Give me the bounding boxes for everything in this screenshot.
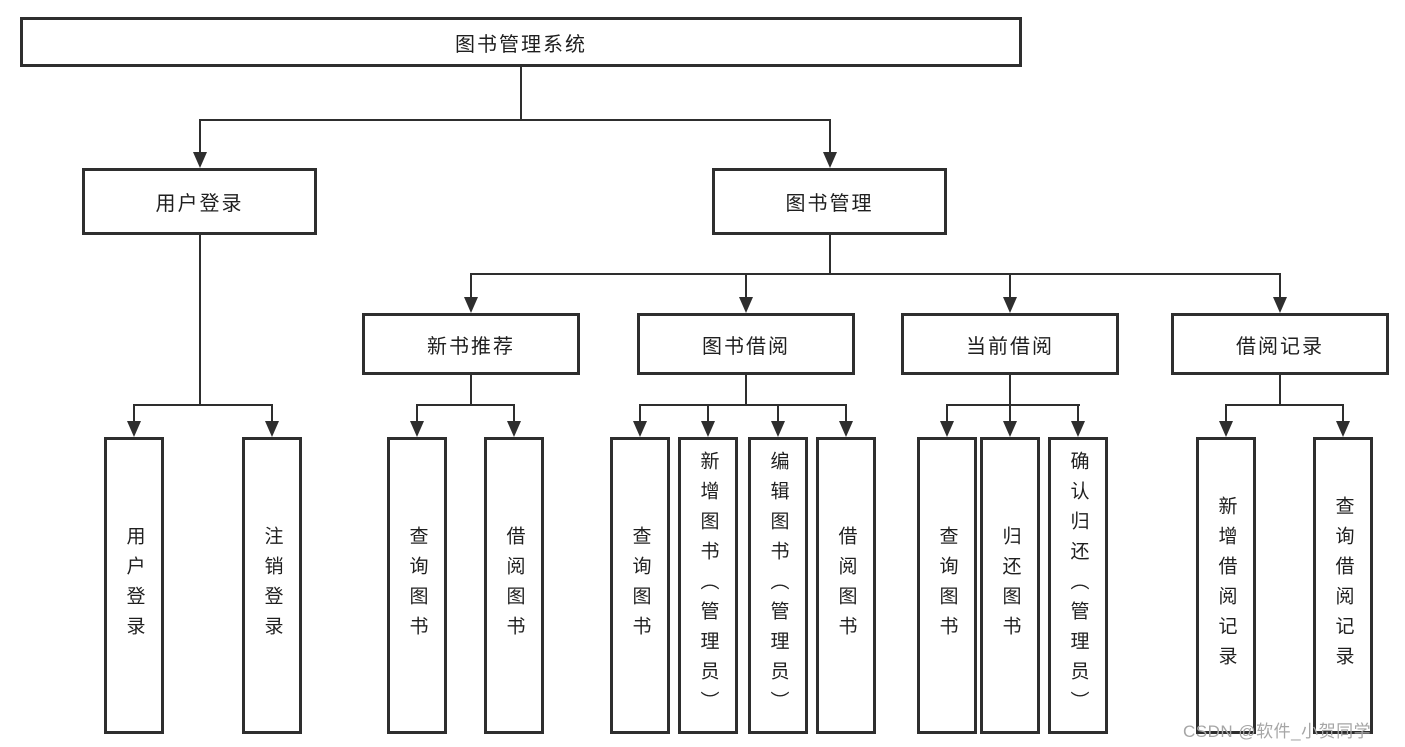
- connector-hline: [416, 404, 515, 406]
- arrow-down-icon: [507, 421, 521, 437]
- connector-vline: [777, 404, 779, 422]
- arrow-down-icon: [1003, 297, 1017, 313]
- connector-vline: [745, 375, 747, 405]
- arrow-down-icon: [1071, 421, 1085, 437]
- connector-vline: [946, 404, 948, 422]
- connector-vline: [470, 375, 472, 405]
- connector-vline: [1077, 404, 1079, 422]
- connector-vline: [829, 119, 831, 155]
- arrow-down-icon: [839, 421, 853, 437]
- connector-hline: [946, 404, 1080, 406]
- connector-vline: [639, 404, 641, 422]
- node-leaf-query-books-borrowing: 查询图书: [610, 437, 670, 734]
- arrow-down-icon: [1273, 297, 1287, 313]
- arrow-down-icon: [1003, 421, 1017, 437]
- connector-vline: [707, 404, 709, 422]
- connector-vline: [133, 404, 135, 422]
- connector-vline: [199, 235, 201, 405]
- arrow-down-icon: [1336, 421, 1350, 437]
- node-borrowing-records: 借阅记录: [1171, 313, 1389, 375]
- arrow-down-icon: [701, 421, 715, 437]
- connector-vline: [1009, 375, 1011, 423]
- arrow-down-icon: [633, 421, 647, 437]
- connector-hline: [199, 119, 831, 121]
- node-leaf-query-books-current: 查询图书: [917, 437, 977, 734]
- node-leaf-query-borrow-record: 查询借阅记录: [1313, 437, 1373, 734]
- connector-vline: [1279, 375, 1281, 405]
- connector-hline: [133, 404, 273, 406]
- connector-vline: [513, 404, 515, 422]
- node-leaf-add-borrow-record: 新增借阅记录: [1196, 437, 1256, 734]
- arrow-down-icon: [771, 421, 785, 437]
- node-root: 图书管理系统: [20, 17, 1022, 67]
- node-leaf-logout: 注销登录: [242, 437, 302, 734]
- connector-vline: [416, 404, 418, 422]
- connector-vline: [271, 404, 273, 422]
- node-leaf-borrow-books-borrowing: 借阅图书: [816, 437, 876, 734]
- node-leaf-confirm-return-admin: 确认归还（管理员）: [1048, 437, 1108, 734]
- arrow-down-icon: [464, 297, 478, 313]
- node-book-management: 图书管理: [712, 168, 947, 235]
- arrow-down-icon: [127, 421, 141, 437]
- arrow-down-icon: [410, 421, 424, 437]
- connector-vline: [845, 404, 847, 422]
- arrow-down-icon: [739, 297, 753, 313]
- connector-vline: [1225, 404, 1227, 422]
- arrow-down-icon: [265, 421, 279, 437]
- connector-vline: [520, 67, 522, 120]
- arrow-down-icon: [1219, 421, 1233, 437]
- node-current-borrowing: 当前借阅: [901, 313, 1119, 375]
- arrow-down-icon: [823, 152, 837, 168]
- node-new-book-recommend: 新书推荐: [362, 313, 580, 375]
- connector-vline: [1279, 273, 1281, 299]
- node-leaf-edit-books-admin: 编辑图书（管理员）: [748, 437, 808, 734]
- node-leaf-return-books: 归还图书: [980, 437, 1040, 734]
- node-leaf-add-books-admin: 新增图书（管理员）: [678, 437, 738, 734]
- connector-hline: [1225, 404, 1344, 406]
- connector-vline: [829, 235, 831, 275]
- node-leaf-query-books-recommend: 查询图书: [387, 437, 447, 734]
- node-leaf-borrow-books-recommend: 借阅图书: [484, 437, 544, 734]
- connector-vline: [1009, 273, 1011, 299]
- arrow-down-icon: [940, 421, 954, 437]
- connector-hline: [470, 273, 1281, 275]
- node-user-login: 用户登录: [82, 168, 317, 235]
- connector-vline: [1342, 404, 1344, 422]
- connector-vline: [199, 119, 201, 155]
- connector-vline: [745, 273, 747, 299]
- csdn-watermark: CSDN @软件_小贺同学: [1183, 722, 1372, 741]
- node-book-borrowing: 图书借阅: [637, 313, 855, 375]
- connector-hline: [639, 404, 847, 406]
- connector-vline: [470, 273, 472, 299]
- arrow-down-icon: [193, 152, 207, 168]
- node-leaf-user-login: 用户登录: [104, 437, 164, 734]
